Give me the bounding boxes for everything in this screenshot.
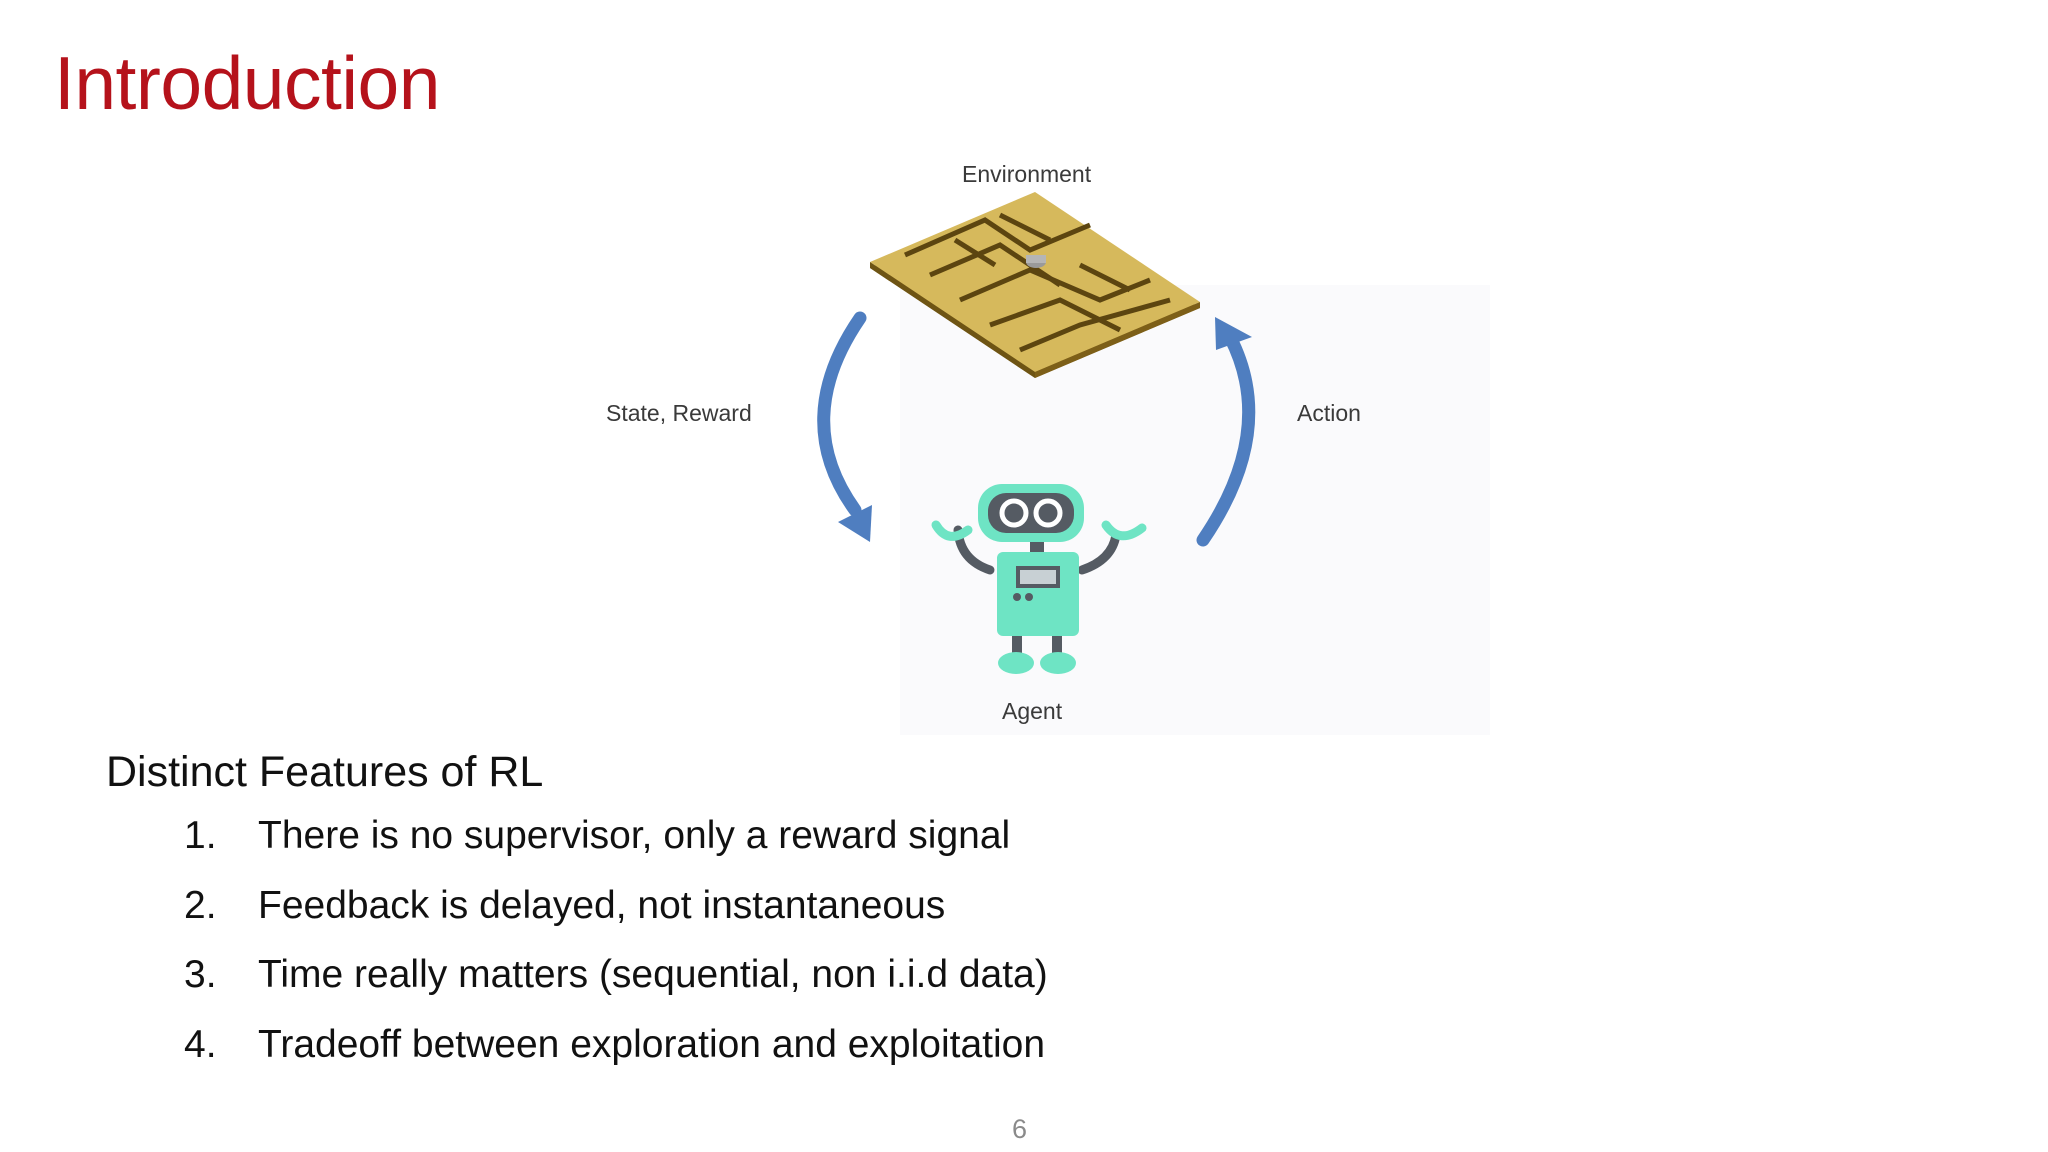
diagram-graphics [817,192,1256,674]
rl-loop-diagram: Environment State, Reward Action Agent [606,161,1361,724]
features-heading: Distinct Features of RL [106,748,544,796]
feature-number: 2. [184,884,217,927]
feature-text: Time really matters (sequential, non i.i… [258,953,1048,996]
feature-text: Tradeoff between exploration and exploit… [258,1023,1046,1066]
slide-title: Introduction [54,41,440,125]
action-label: Action [1297,400,1361,426]
feature-number: 3. [184,953,217,996]
maze-icon [870,192,1200,378]
state-reward-arrow [817,311,872,542]
action-arrow [1196,317,1256,547]
environment-label: Environment [962,161,1092,187]
agent-label: Agent [1002,698,1063,724]
feature-text: Feedback is delayed, not instantaneous [258,884,946,927]
page-number: 6 [1012,1114,1028,1144]
state-reward-label: State, Reward [606,400,752,426]
feature-number: 1. [184,814,217,857]
feature-number: 4. [184,1023,217,1066]
robot-icon [931,484,1147,674]
feature-text: There is no supervisor, only a reward si… [258,814,1011,857]
